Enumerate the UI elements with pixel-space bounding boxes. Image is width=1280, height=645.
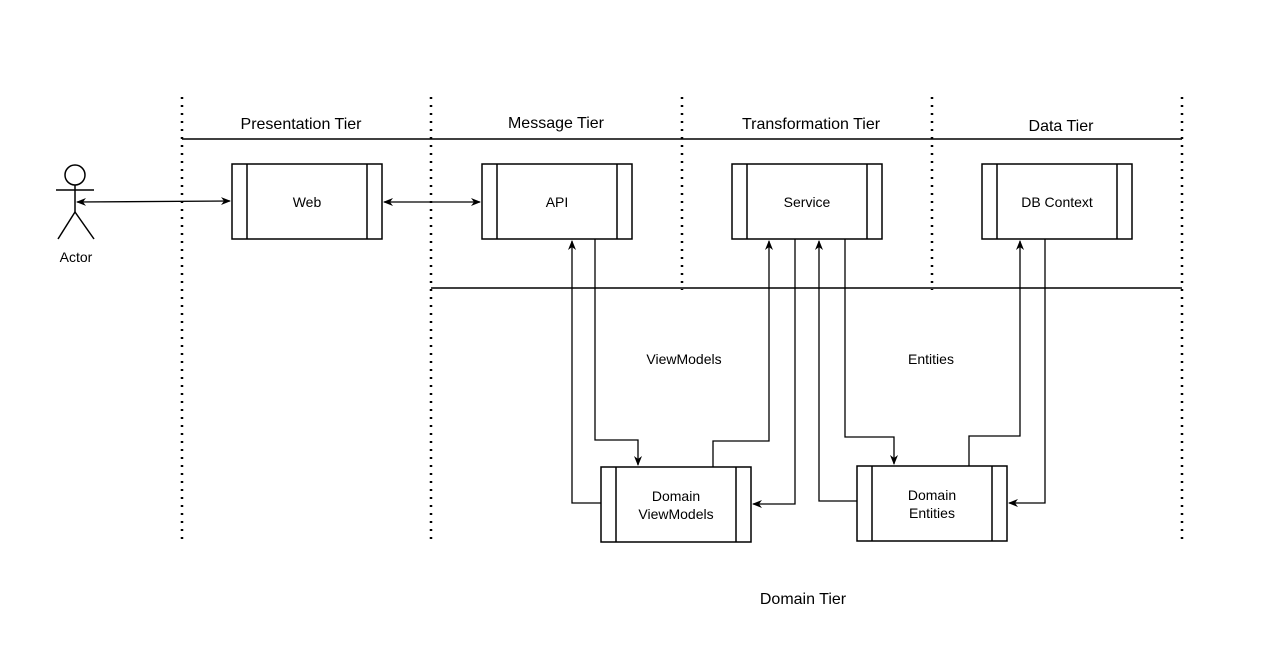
web-label: Web: [293, 194, 322, 210]
actor-web-connector: [76, 197, 231, 206]
domain-viewmodels-label-line1: Domain: [652, 488, 700, 504]
api-to-domain-viewmodels-connector: [594, 239, 642, 466]
service-to-domain-viewmodels-connector: [752, 239, 796, 508]
actor-label: Actor: [60, 249, 93, 265]
web-box: [231, 163, 383, 240]
domain-tier-label: Domain Tier: [760, 591, 847, 608]
db-context-box: [981, 163, 1133, 240]
service-label: Service: [784, 194, 831, 210]
domain-viewmodels-to-service-connector: [712, 240, 773, 467]
service-box: [731, 163, 883, 240]
domain-viewmodels-box: [600, 466, 752, 543]
domain-entities-label-line1: Domain: [908, 487, 956, 503]
db-context-label: DB Context: [1021, 194, 1093, 210]
domain-viewmodels-to-api-connector: [568, 240, 601, 504]
message-tier-label: Message Tier: [508, 115, 605, 132]
db-context-to-domain-entities-connector: [1008, 239, 1046, 507]
domain-entities-to-service-connector: [815, 240, 857, 502]
domain-entities-to-db-context-connector: [968, 240, 1024, 466]
connectors: [76, 197, 1046, 508]
data-tier-label: Data Tier: [1029, 118, 1095, 135]
presentation-tier-label: Presentation Tier: [241, 116, 363, 133]
entities-flow-label: Entities: [908, 351, 954, 367]
api-label: API: [546, 194, 569, 210]
domain-entities-box: [856, 465, 1008, 542]
service-to-domain-entities-connector: [844, 239, 898, 465]
domain-entities-label-line2: Entities: [909, 505, 955, 521]
viewmodels-flow-label: ViewModels: [646, 351, 721, 367]
api-box: [481, 163, 633, 240]
transformation-tier-label: Transformation Tier: [742, 116, 881, 133]
tier-lines: [182, 138, 1182, 289]
tier-separators: [180, 97, 1184, 540]
domain-viewmodels-label-line2: ViewModels: [638, 506, 713, 522]
actor-icon: [56, 164, 95, 240]
